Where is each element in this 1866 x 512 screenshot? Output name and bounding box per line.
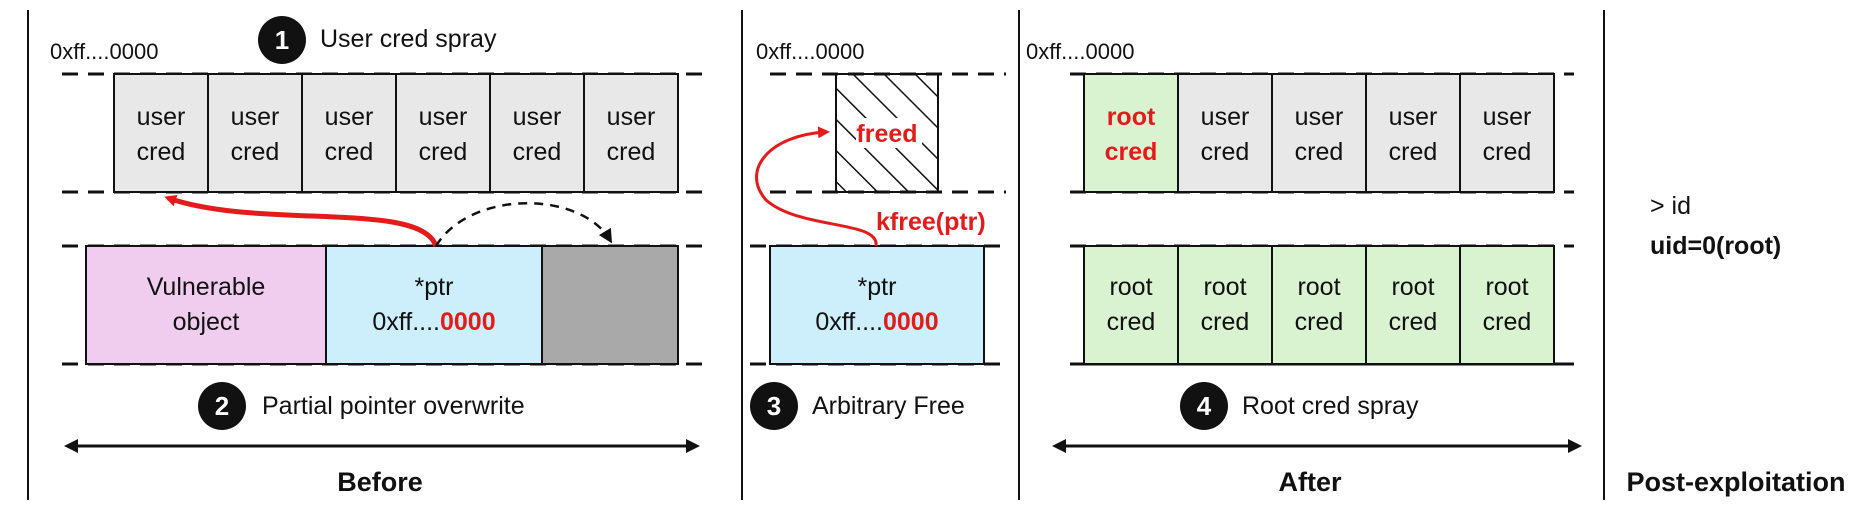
- step-1-label: User cred spray: [320, 25, 497, 53]
- cell-line2: cred: [1483, 138, 1532, 166]
- cell-line1: root: [1391, 273, 1434, 301]
- step-3-number: 3: [767, 391, 781, 421]
- cell-line1: user: [325, 103, 374, 131]
- root-cred-cell: [1271, 245, 1367, 365]
- cell-line2: cred: [1389, 308, 1438, 336]
- cell-line1: user: [607, 103, 656, 131]
- cell-line2: cred: [1295, 138, 1344, 166]
- terminal-command: > id: [1650, 192, 1691, 220]
- user-cred-row-before: [113, 73, 679, 193]
- user-cred-cell: [1365, 73, 1461, 193]
- user-cred-cell: [1271, 73, 1367, 193]
- original-pointer-arrow: [434, 202, 613, 247]
- step-3-badge: 3: [750, 382, 798, 430]
- address-label-after: 0xff....0000: [1026, 39, 1134, 64]
- root-cred-cell: [1083, 245, 1179, 365]
- kfree-arrow: [755, 126, 878, 247]
- user-cred-cell: [489, 73, 585, 193]
- cell-line1: root: [1297, 273, 1340, 301]
- step-2-number: 2: [215, 391, 229, 421]
- user-cred-cell: [1459, 73, 1555, 193]
- step-2-label: Partial pointer overwrite: [262, 392, 525, 420]
- root-cred-cell: [1083, 73, 1179, 193]
- step-2-badge: 2: [198, 382, 246, 430]
- step-3-label: Arbitrary Free: [812, 392, 965, 420]
- cell-line1: user: [137, 103, 186, 131]
- pointer-value: 0xff....0000: [372, 308, 495, 336]
- cred-row-after-top: [1083, 73, 1555, 193]
- cell-line2: cred: [1107, 308, 1156, 336]
- cell-line2: cred: [1201, 308, 1250, 336]
- footer-after: After: [1278, 467, 1341, 497]
- terminal-output: uid=0(root): [1650, 232, 1781, 260]
- object-row-before: [85, 245, 679, 365]
- footer-post-exploitation: Post-exploitation: [1626, 467, 1845, 497]
- root-cred-cell: [1365, 245, 1461, 365]
- pointer-label-free: *ptr: [858, 273, 897, 301]
- root-cred-cell: [1459, 245, 1555, 365]
- cell-line1: user: [513, 103, 562, 131]
- cell-line2: cred: [1105, 138, 1158, 166]
- vulnerable-object-box: [85, 245, 327, 365]
- user-cred-cell: [301, 73, 397, 193]
- pointer-value-free: 0xff....0000: [815, 308, 938, 336]
- cred-row-after-bottom: [1083, 245, 1555, 365]
- user-cred-cell: [395, 73, 491, 193]
- step-4-number: 4: [1197, 391, 1212, 421]
- kfree-label: kfree(ptr): [876, 208, 986, 236]
- cell-line2: cred: [607, 138, 656, 166]
- panel-after: 0xff....0000 root cred user cred user cr…: [1026, 39, 1582, 497]
- pointer-box: [325, 245, 543, 365]
- cell-line1: root: [1107, 103, 1156, 131]
- cell-line2: cred: [1201, 138, 1250, 166]
- cell-line1: user: [1389, 103, 1438, 131]
- cell-line1: root: [1109, 273, 1152, 301]
- step-1-number: 1: [275, 25, 289, 55]
- footer-before: Before: [337, 467, 423, 497]
- address-label-before: 0xff....0000: [50, 39, 158, 64]
- cell-line2: cred: [419, 138, 468, 166]
- cell-line1: user: [1483, 103, 1532, 131]
- cell-line2: cred: [1389, 138, 1438, 166]
- pointer-label: *ptr: [415, 273, 454, 301]
- panel-arbitrary-free: 0xff....0000 freed *ptr 0xff....0000 kfr…: [750, 39, 1006, 430]
- cell-line2: cred: [325, 138, 374, 166]
- step-1-badge: 1: [258, 16, 306, 64]
- cell-line2: cred: [137, 138, 186, 166]
- panel-post-exploitation: > id uid=0(root) Post-exploitation: [1626, 192, 1845, 497]
- freed-label: freed: [856, 120, 917, 148]
- section-dividers: [27, 10, 1605, 500]
- vulnerable-object-line2: object: [173, 308, 240, 336]
- step-4-badge: 4: [1180, 382, 1228, 430]
- user-cred-cell: [1177, 73, 1273, 193]
- cell-line1: user: [1201, 103, 1250, 131]
- cell-line1: user: [231, 103, 280, 131]
- user-cred-cell: [583, 73, 679, 193]
- freed-label-backdrop: [856, 118, 922, 148]
- cell-line1: root: [1203, 273, 1246, 301]
- cell-line2: cred: [513, 138, 562, 166]
- user-cred-labels-before: user cred user cred user cred user cred …: [137, 103, 656, 166]
- cred-labels-after-top: root cred user cred user cred user cred …: [1105, 103, 1532, 166]
- cell-line2: cred: [231, 138, 280, 166]
- adjacent-object-box: [541, 245, 679, 365]
- address-label-free: 0xff....0000: [756, 39, 864, 64]
- root-cred-cell: [1177, 245, 1273, 365]
- step-4-label: Root cred spray: [1242, 392, 1419, 420]
- vulnerable-object-line1: Vulnerable: [147, 273, 266, 301]
- user-cred-cell: [113, 73, 209, 193]
- user-cred-cell: [207, 73, 303, 193]
- cell-line1: root: [1485, 273, 1528, 301]
- cell-line1: user: [1295, 103, 1344, 131]
- cell-line2: cred: [1483, 308, 1532, 336]
- cred-labels-after-bottom: root cred root cred root cred root cred …: [1107, 273, 1532, 336]
- panel-before: 1 User cred spray 0xff....0000 user cred…: [50, 16, 706, 497]
- pointer-redirect-arrow: [164, 194, 439, 248]
- pointer-box-free: [769, 245, 985, 365]
- cell-line1: user: [419, 103, 468, 131]
- cell-line2: cred: [1295, 308, 1344, 336]
